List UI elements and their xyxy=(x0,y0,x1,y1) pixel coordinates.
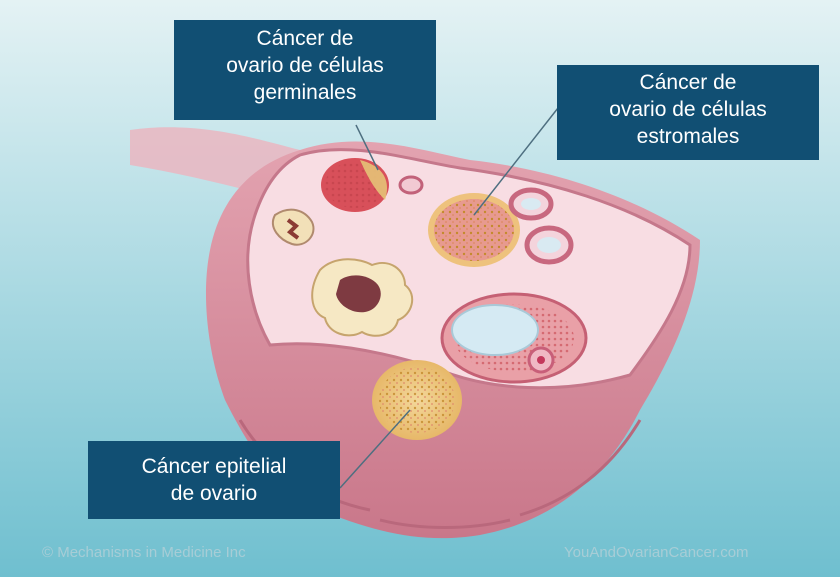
label-epithelial: Cáncer epitelial de ovario xyxy=(88,441,340,519)
follicle-antrum xyxy=(452,305,538,355)
label-epithelial-line2: de ovario xyxy=(88,480,340,507)
small-follicle xyxy=(400,177,422,193)
label-germinal-line3: germinales xyxy=(174,79,436,106)
label-germinal-line1: Cáncer de xyxy=(174,25,436,52)
label-germinal-line2: ovario de células xyxy=(174,52,436,79)
credit-left: © Mechanisms in Medicine Inc xyxy=(42,544,246,561)
label-stromal-line3: estromales xyxy=(557,123,819,150)
label-stromal: Cáncer de ovario de células estromales xyxy=(557,65,819,160)
credit-right: YouAndOvarianCancer.com xyxy=(564,544,749,561)
label-stromal-line1: Cáncer de xyxy=(557,69,819,96)
label-epithelial-line1: Cáncer epitelial xyxy=(88,453,340,480)
label-stromal-line2: ovario de células xyxy=(557,96,819,123)
label-germinal: Cáncer de ovario de células germinales xyxy=(174,20,436,120)
